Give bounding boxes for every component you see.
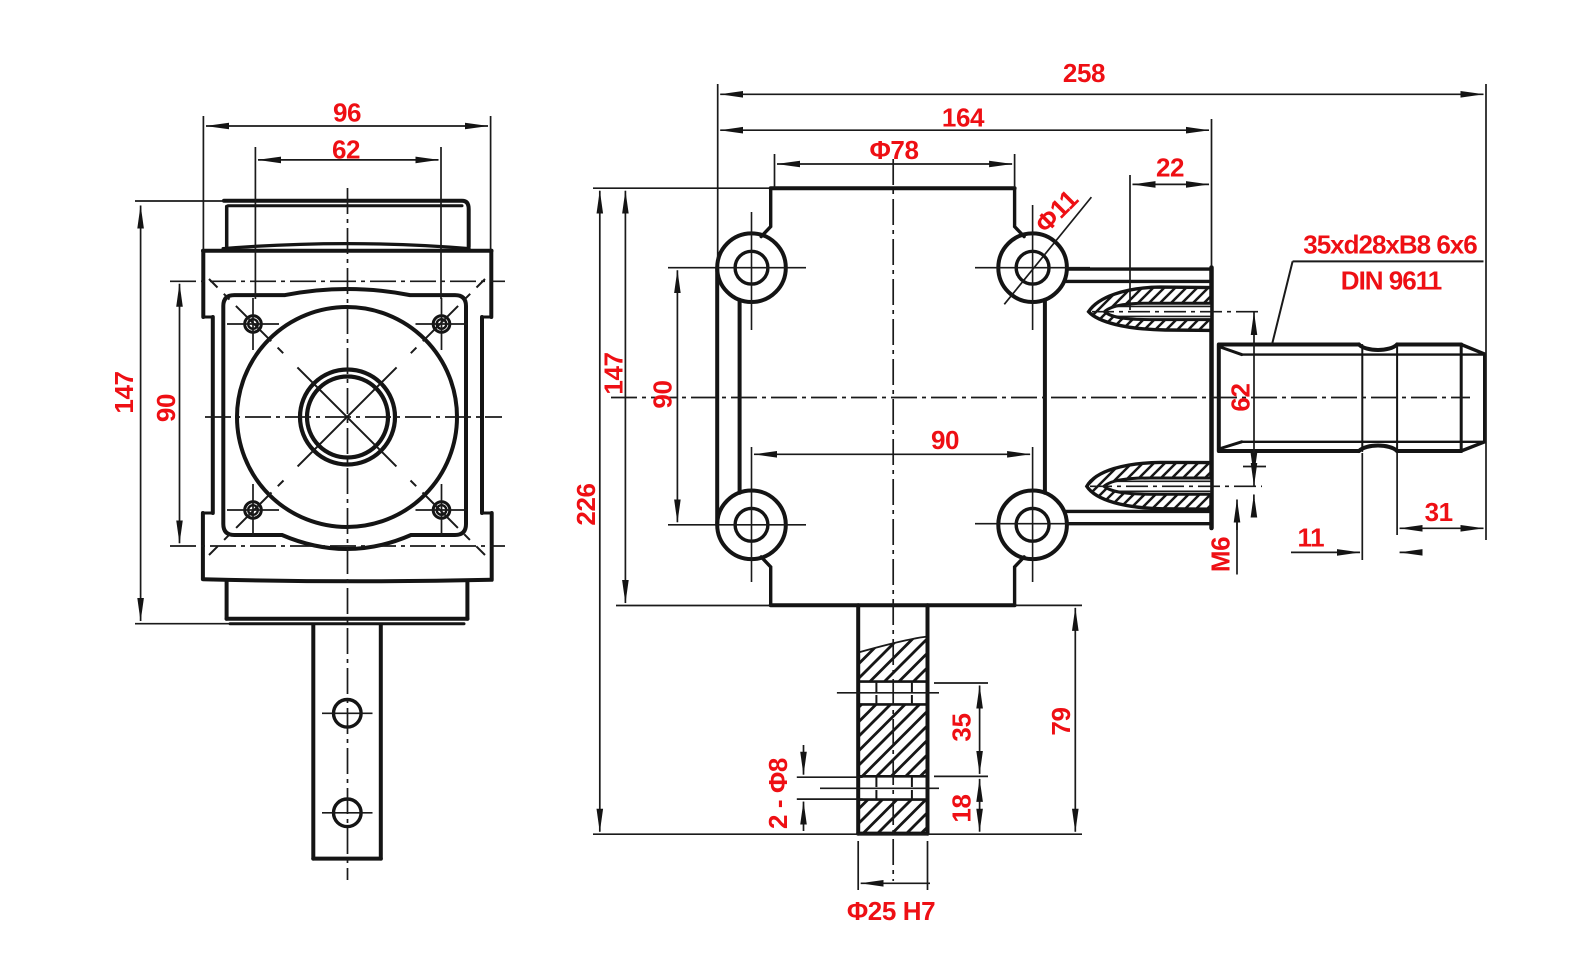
- svg-text:164: 164: [942, 103, 985, 133]
- svg-text:M6: M6: [1205, 537, 1235, 572]
- svg-text:22: 22: [1156, 153, 1184, 183]
- svg-text:96: 96: [333, 98, 361, 128]
- svg-text:31: 31: [1425, 497, 1453, 527]
- svg-text:35xd28xB8 6x6: 35xd28xB8 6x6: [1303, 230, 1477, 260]
- svg-text:18: 18: [947, 794, 977, 822]
- svg-text:2 - Φ8: 2 - Φ8: [763, 758, 793, 829]
- svg-text:258: 258: [1063, 58, 1105, 88]
- svg-text:79: 79: [1046, 707, 1076, 735]
- svg-text:90: 90: [648, 380, 678, 408]
- svg-text:Φ25 H7: Φ25 H7: [847, 896, 935, 926]
- svg-text:226: 226: [571, 483, 601, 525]
- svg-text:11: 11: [1297, 523, 1324, 553]
- svg-text:90: 90: [931, 425, 959, 455]
- svg-text:DIN 9611: DIN 9611: [1341, 266, 1442, 296]
- svg-text:147: 147: [599, 352, 629, 394]
- svg-text:Φ11: Φ11: [1029, 184, 1084, 239]
- svg-text:35: 35: [947, 713, 977, 741]
- svg-text:62: 62: [332, 135, 360, 165]
- svg-text:147: 147: [109, 371, 139, 413]
- svg-text:62: 62: [1226, 383, 1256, 411]
- svg-text:Φ78: Φ78: [869, 135, 918, 165]
- svg-text:90: 90: [151, 394, 181, 422]
